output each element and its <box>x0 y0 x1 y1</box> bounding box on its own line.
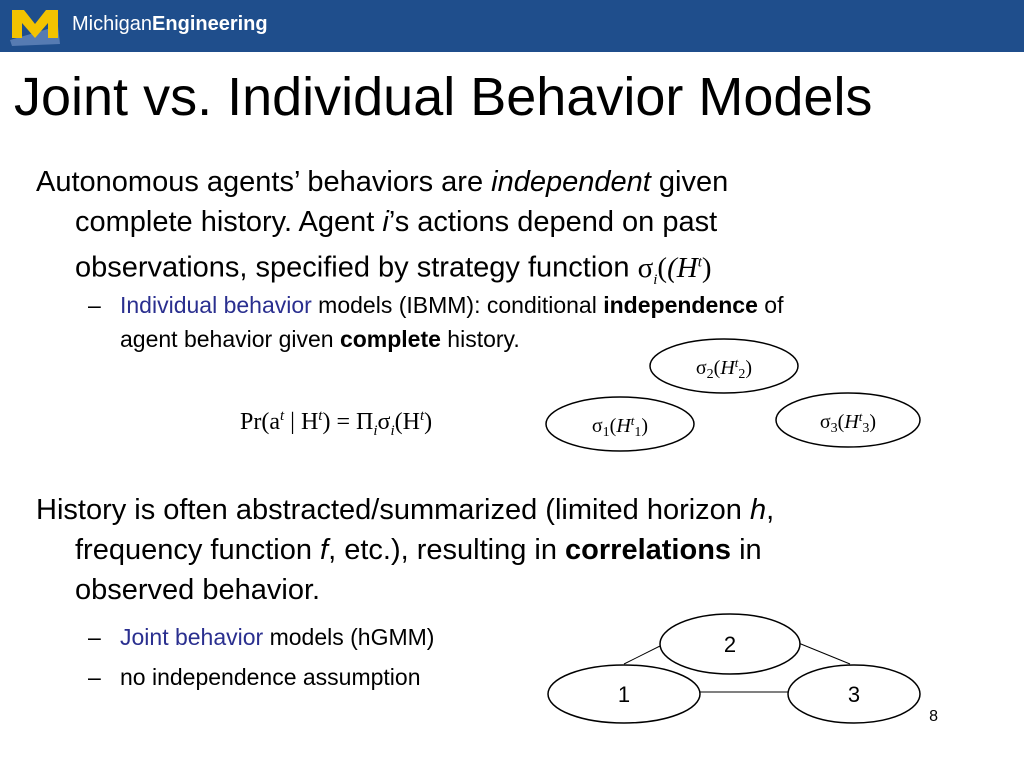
agent-node-1 <box>545 396 695 452</box>
independence-formula: Pr(at | Ht) = Πiσi(Ht) <box>240 408 433 439</box>
node-2-label: σ2(Ht2) <box>696 355 752 382</box>
edge-2-3 <box>795 641 851 665</box>
sub-bullet-no-independence: – no independence assumption <box>88 664 421 690</box>
bullet-autonomous-agents: Autonomous agents’ behaviors are indepen… <box>36 166 729 288</box>
joint-node-3-label: 3 <box>848 682 860 707</box>
joint-node-2 <box>659 613 801 675</box>
joint-behavior-diagram: 2 1 3 <box>547 613 921 724</box>
agent-node-2 <box>649 338 799 394</box>
joint-node-2-label: 2 <box>724 632 736 657</box>
node-3-label: σ3(Ht3) <box>820 409 876 436</box>
joint-node-1-label: 1 <box>618 682 630 707</box>
header-bar: MichiganEngineering <box>0 0 1024 52</box>
brand-name: MichiganEngineering <box>72 13 268 35</box>
edge-1-2 <box>623 643 665 665</box>
slide-title: Joint vs. Individual Behavior Models <box>14 67 873 127</box>
joint-node-1 <box>547 664 701 724</box>
michigan-m-logo <box>10 10 60 46</box>
sub-bullet-joint-behavior: – Joint behavior models (hGMM) <box>88 624 435 650</box>
bullet-history-abstracted: History is often abstracted/summarized (… <box>36 494 775 606</box>
joint-node-3 <box>787 664 921 724</box>
page-number: 8 <box>929 708 938 725</box>
sub-bullet-individual-behavior: – Individual behavior models (IBMM): con… <box>88 292 784 352</box>
agent-node-3 <box>775 392 921 448</box>
node-1-label: σ1(Ht1) <box>592 413 648 440</box>
